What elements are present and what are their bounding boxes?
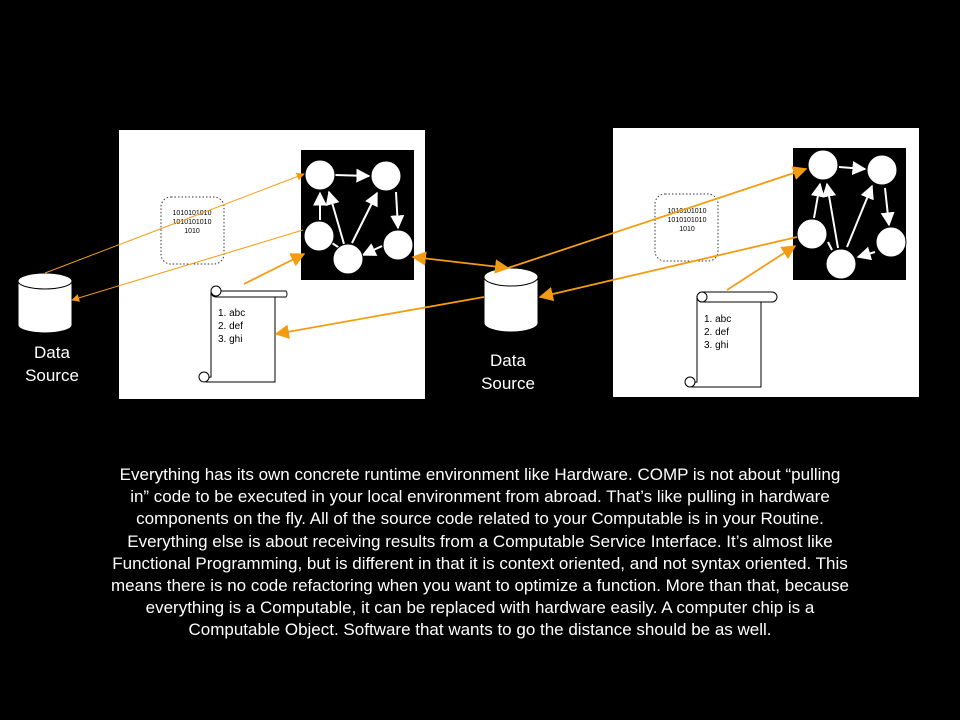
- flow-arrow: [726, 245, 797, 291]
- database-icon-left: [17, 272, 73, 334]
- flow-arrow: [71, 229, 304, 302]
- data-source-label-left: Data: [34, 343, 70, 362]
- graph-node: [875, 226, 907, 258]
- caption-text: Everything has its own concrete runtime …: [110, 465, 850, 640]
- database-icon-middle: [483, 267, 539, 333]
- binary-line: 1010: [679, 226, 695, 233]
- list-item: 3. ghi: [218, 334, 242, 345]
- graph-node: [807, 149, 839, 181]
- list-item: 1. abc: [218, 308, 245, 319]
- data-source-label-left: Source: [25, 366, 79, 385]
- graph-node: [332, 243, 364, 275]
- data-source-label-middle: Data: [490, 351, 526, 370]
- flow-arrow: [243, 253, 306, 285]
- binary-line: 1010101010: [668, 217, 707, 224]
- graph-node: [796, 218, 828, 250]
- graph-node: [304, 159, 336, 191]
- binary-block-right: 1010101010 1010101010 1010: [654, 193, 719, 262]
- flow-arrows: [44, 166, 808, 339]
- list-item: 3. ghi: [704, 340, 728, 351]
- graph-node: [866, 154, 898, 186]
- binary-line: 1010101010: [173, 210, 212, 217]
- flow-arrow: [538, 236, 798, 302]
- routine-scroll-right: 1. abc 2. def 3. ghi: [684, 291, 778, 388]
- graph-node: [382, 229, 414, 261]
- binary-block-left: 1010101010 1010101010 1010: [160, 196, 225, 265]
- node-graph-right: [793, 148, 907, 280]
- list-item: 1. abc: [704, 314, 731, 325]
- binary-line: 1010101010: [668, 208, 707, 215]
- flow-arrow: [274, 296, 485, 339]
- data-source-label-middle: Source: [481, 374, 535, 393]
- flow-arrow: [44, 172, 305, 274]
- flow-arrow: [411, 251, 510, 274]
- list-item: 2. def: [218, 321, 243, 332]
- routine-scroll-left: 1. abc 2. def 3. ghi: [198, 285, 288, 383]
- graph-node: [370, 160, 402, 192]
- list-item: 2. def: [704, 327, 729, 338]
- node-graph-left: [301, 150, 414, 280]
- graph-node: [303, 220, 335, 252]
- binary-line: 1010101010: [173, 219, 212, 226]
- flow-arrow: [507, 166, 808, 269]
- binary-line: 1010: [184, 228, 200, 235]
- graph-node: [825, 248, 857, 280]
